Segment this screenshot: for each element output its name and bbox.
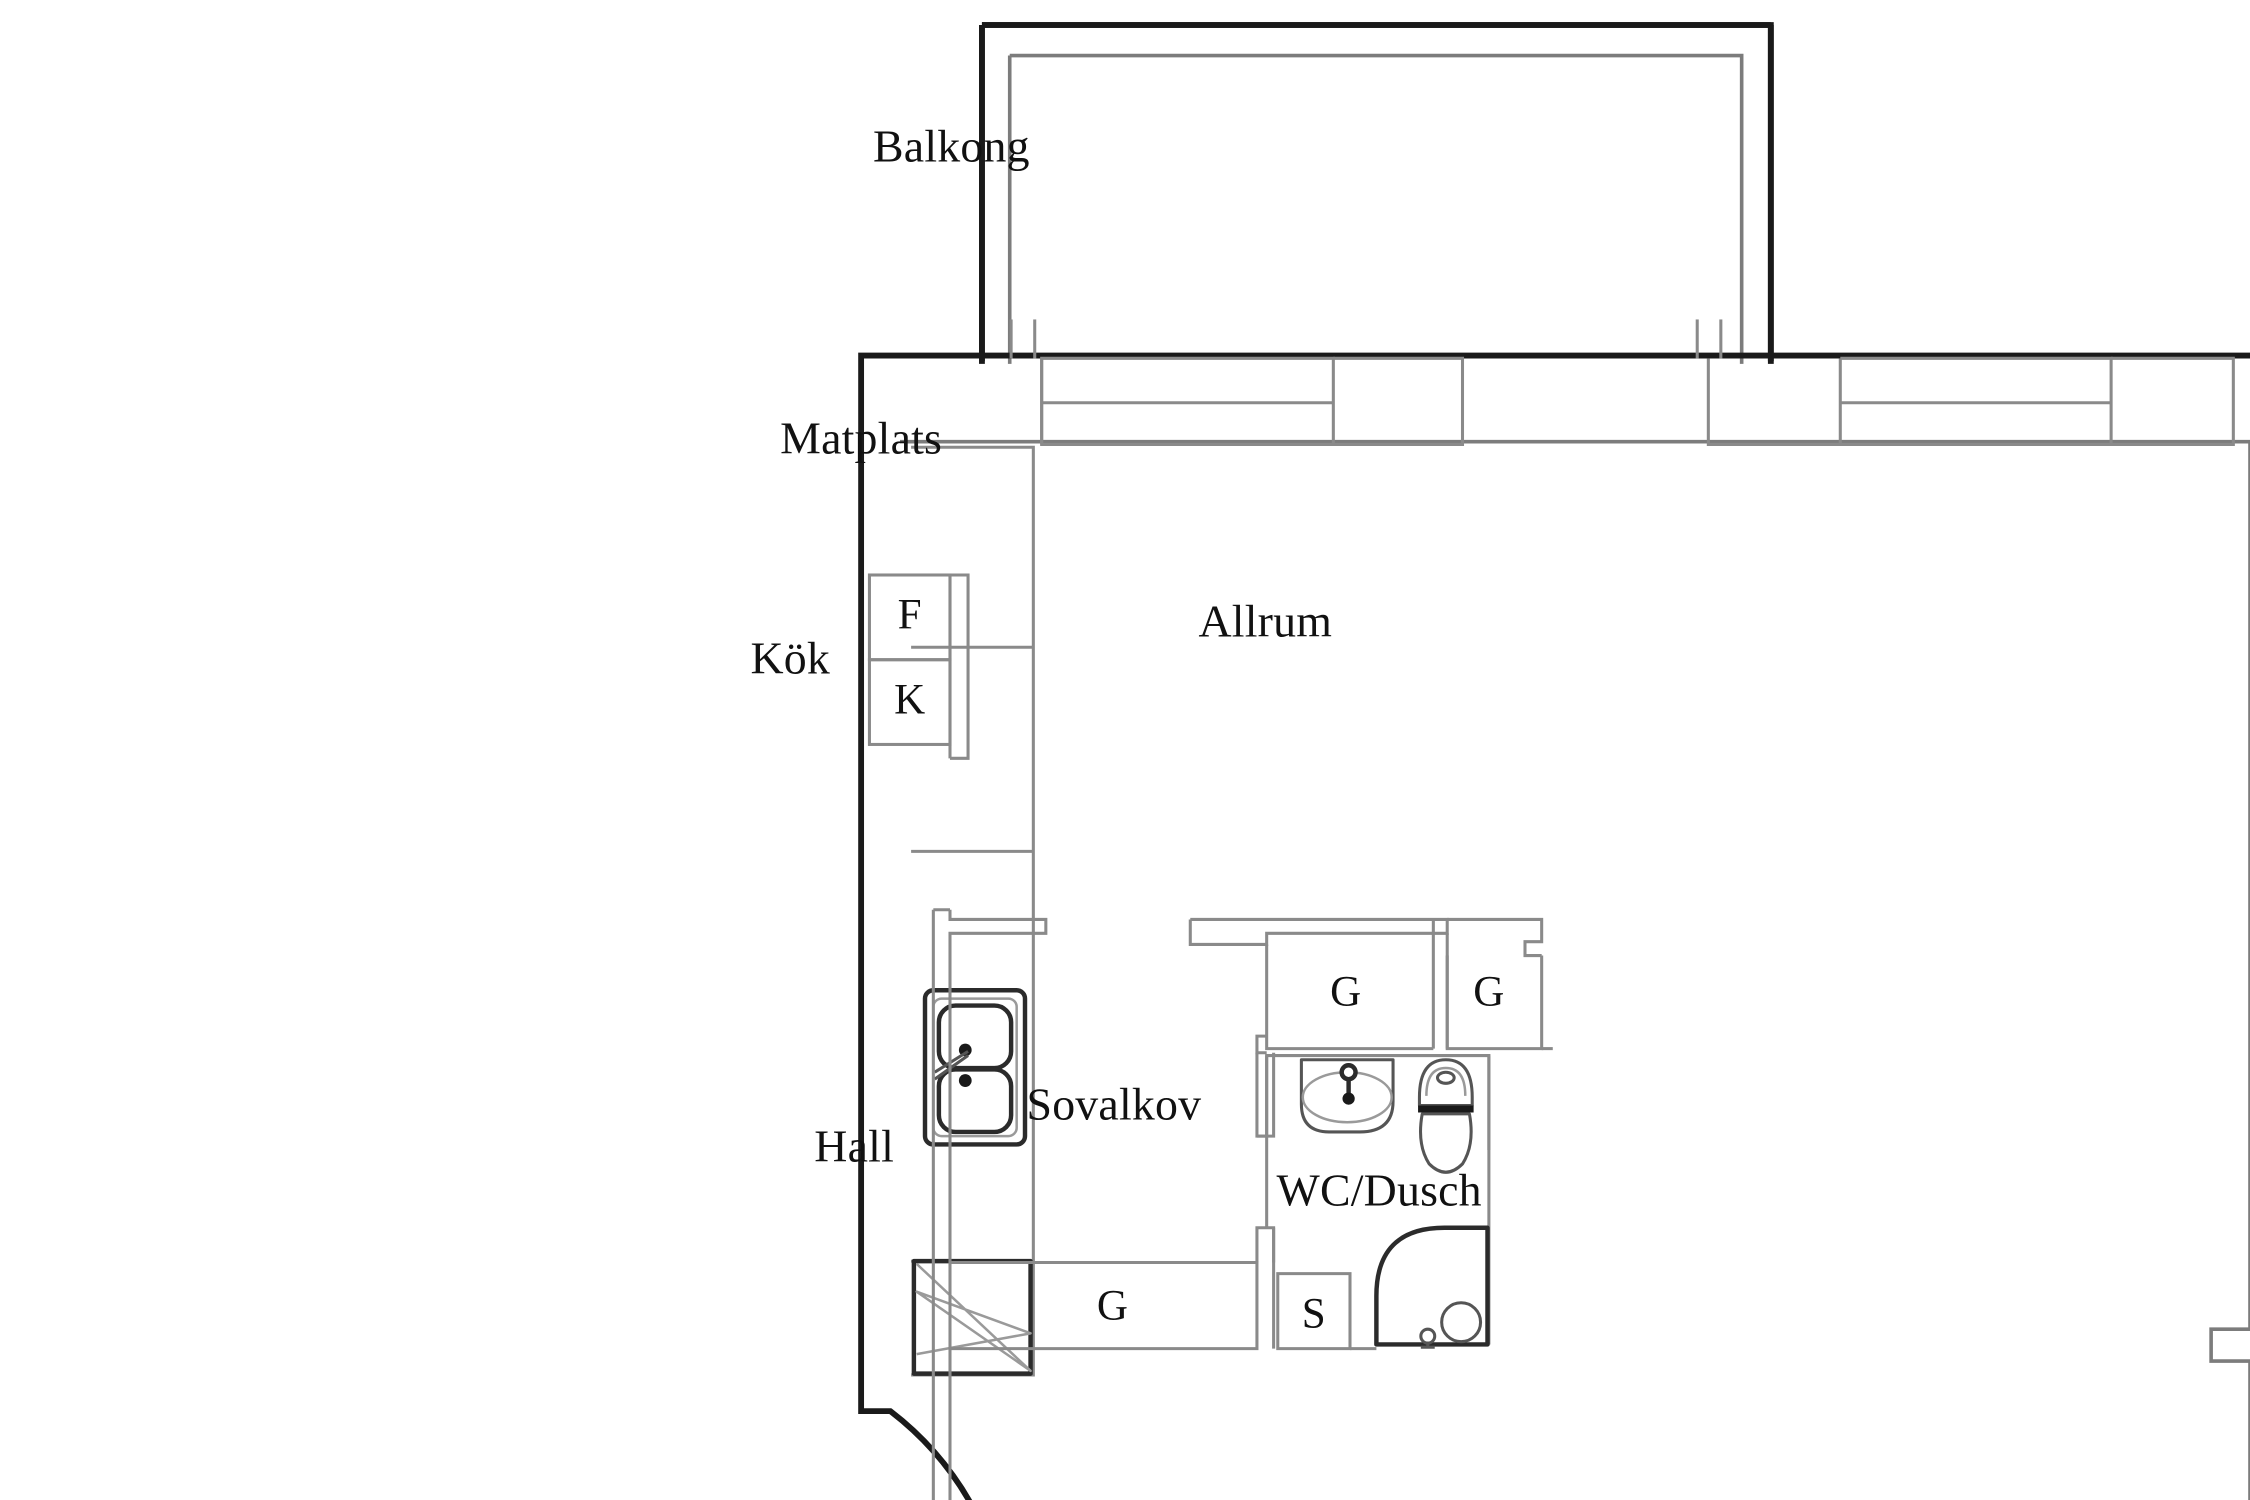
balcony-outline: [979, 22, 1774, 364]
window-north-right: [1706, 356, 2235, 446]
kitchen-counter-run: [911, 445, 1035, 1377]
apartment-outer-wall: [858, 352, 2250, 1500]
balcony-door-jambs: [1009, 319, 1723, 359]
fridge-freezer-unit: [867, 573, 970, 760]
fixture-label-fridge: K: [894, 676, 926, 724]
washbasin-icon: [1299, 1058, 1395, 1134]
room-label-wc-dusch: WC/Dusch: [1276, 1164, 1482, 1216]
fixture-label-closet-g1: G: [1330, 968, 1362, 1016]
room-label-allrum: Allrum: [1198, 595, 1333, 647]
fixture-label-closet-g3: G: [1096, 1282, 1129, 1330]
fixture-label-freezer: F: [897, 591, 922, 639]
apartment-inner-wall-face: [899, 439, 2250, 1500]
partition-sovalkov-north: [931, 908, 1048, 1500]
room-label-sovalkov: Sovalkov: [1026, 1078, 1202, 1130]
stove-icon: [911, 1258, 1033, 1376]
room-label-kok: Kök: [750, 632, 831, 684]
window-north-left: [1040, 356, 1465, 446]
fixture-label-closet-g2: G: [1473, 968, 1505, 1016]
closet-g1-outline: [1255, 944, 1434, 1055]
room-label-hall: Hall: [814, 1120, 895, 1172]
room-label-balkong: Balkong: [873, 120, 1030, 172]
room-label-matplats: Matplats: [780, 412, 943, 463]
toilet-icon: [1417, 1058, 1474, 1174]
double-bowl-sink-icon: [922, 988, 1028, 1147]
fixture-label-closet-s: S: [1301, 1290, 1326, 1338]
closet-g2-outline: [1445, 955, 1553, 1051]
corner-shower-icon: [1374, 1225, 1490, 1349]
bathroom-lower-wall: [1272, 1227, 1377, 1351]
